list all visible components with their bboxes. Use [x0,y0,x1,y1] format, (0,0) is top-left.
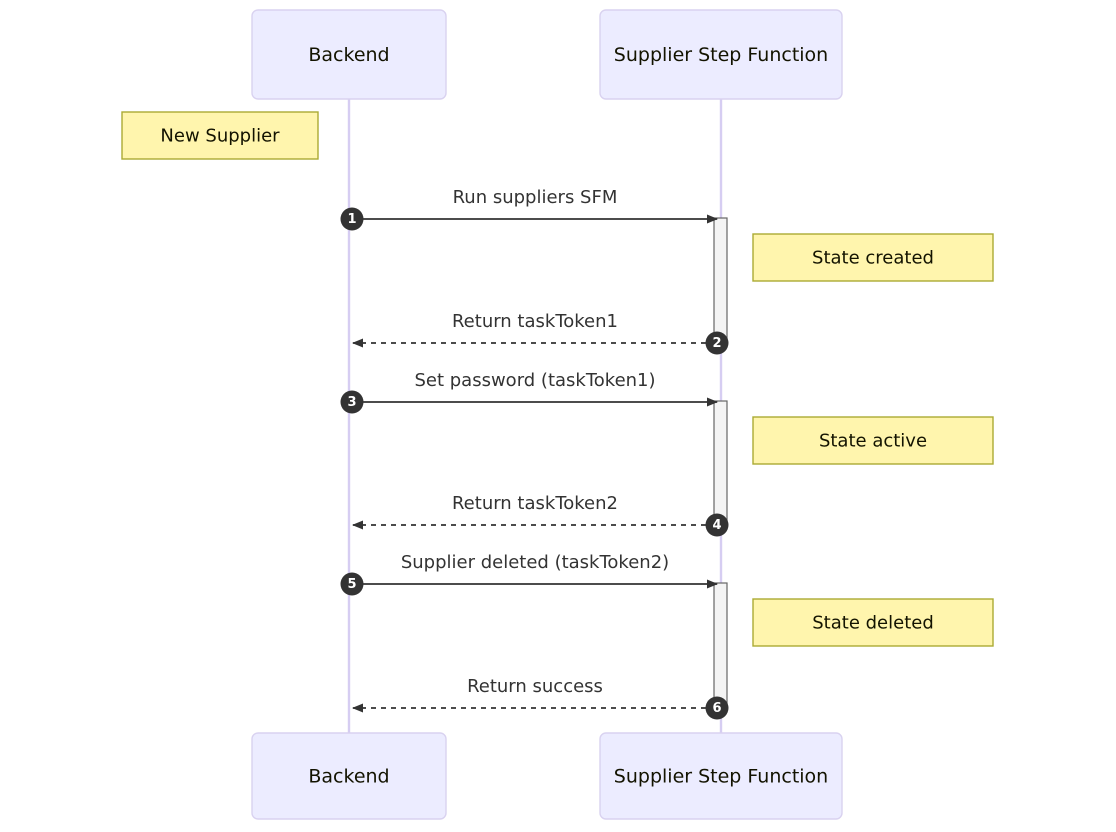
participant-supplier-step-function-top[interactable]: Supplier Step Function [599,9,843,100]
note-state-active: State active [752,416,994,465]
sequence-badge-1 [340,207,364,231]
message-supplier-deleted-tasktoken2: Supplier deleted (taskToken2) 5 [340,552,718,596]
message-run-suppliers-sfm: Run suppliers SFM 1 [340,187,718,231]
sequence-number-4: 4 [712,518,721,533]
participant-label: Backend [308,766,389,788]
message-label-4: Return taskToken2 [452,493,618,514]
activations-layer [713,217,728,710]
activation-3 [713,582,728,710]
note-state-deleted-box [752,598,994,647]
participant-supplier-step-function-bottom[interactable]: Supplier Step Function [599,732,843,820]
sequence-number-3: 3 [347,395,356,410]
note-new-supplier: New Supplier [121,111,319,160]
message-set-password-tasktoken1: Set password (taskToken1) 3 [340,370,718,414]
sequence-badge-2 [705,331,729,355]
message-label-2: Return taskToken1 [452,311,618,332]
participant-box[interactable] [599,9,843,100]
participant-label: Backend [308,44,389,66]
sequence-badge-4 [705,513,729,537]
message-return-success: Return success 6 [352,676,729,720]
note-state-created: State created [752,233,994,282]
note-state-active-box [752,416,994,465]
note-new-supplier-box [121,111,319,160]
sequence-number-6: 6 [712,701,721,716]
message-return-tasktoken2: Return taskToken2 4 [352,493,729,537]
participant-box[interactable] [251,9,447,100]
participant-backend-bottom[interactable]: Backend [251,732,447,820]
activation-2 [713,400,728,528]
message-label-3: Set password (taskToken1) [414,370,655,391]
message-label-6: Return success [467,676,603,697]
participant-box[interactable] [599,732,843,820]
note-state-created-box [752,233,994,282]
participant-label: Supplier Step Function [614,44,828,66]
message-label-1: Run suppliers SFM [453,187,618,208]
sequence-number-1: 1 [347,212,356,227]
note-new-supplier-label: New Supplier [160,126,280,147]
note-state-deleted: State deleted [752,598,994,647]
message-label-5: Supplier deleted (taskToken2) [401,552,669,573]
activation-1 [713,217,728,345]
sequence-number-5: 5 [347,577,356,592]
sequence-badge-3 [340,390,364,414]
sequence-badge-6 [705,696,729,720]
participant-label: Supplier Step Function [614,766,828,788]
note-state-created-label: State created [812,248,934,269]
note-state-deleted-label: State deleted [812,613,934,634]
sequence-number-2: 2 [712,336,721,351]
sequence-badge-5 [340,572,364,596]
participant-box[interactable] [251,732,447,820]
participant-backend-top[interactable]: Backend [251,9,447,100]
note-state-active-label: State active [819,431,927,452]
message-return-tasktoken1: Return taskToken1 2 [352,311,729,355]
